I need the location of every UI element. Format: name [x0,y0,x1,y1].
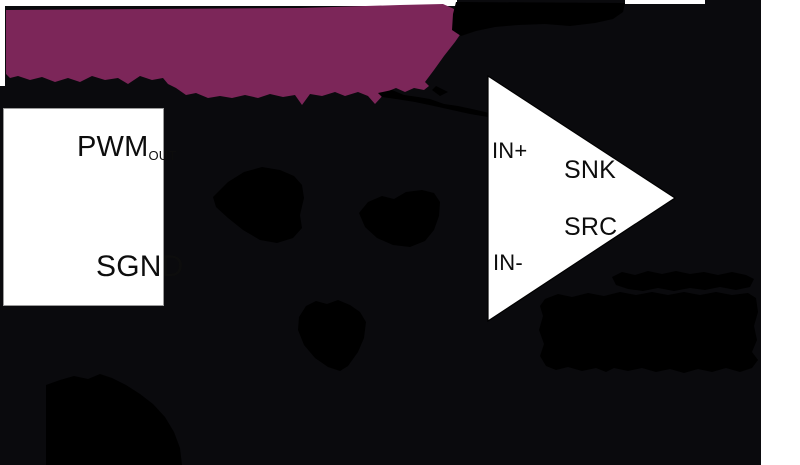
left-margin-sliver [0,0,5,86]
caption-text-blob-body [539,292,758,373]
driver-snk-label: SNK [564,156,617,184]
component-blob-3 [298,300,366,371]
pwm-out-pin-label-subscript: OUT [148,148,177,163]
driver-in-minus-label: IN- [493,250,523,275]
top-margin-sliver-left [0,0,457,6]
driver-src-label: SRC [564,213,618,241]
top-black-band [452,2,625,36]
bottom-left-blob [46,374,182,465]
component-blob-2 [359,190,440,247]
component-blob-1 [213,167,304,243]
caption-text-blob-line1 [612,271,754,291]
right-margin [761,0,800,465]
title-text-blob [6,4,467,105]
pwm-source-box [3,108,164,306]
driver-in-plus-label: IN+ [492,138,528,163]
gate-driver-triangle [487,74,677,323]
pwm-out-pin-label-main: PWM [77,131,149,163]
scribble-streak [378,86,493,117]
sgnd-pin-label: SGND [96,250,184,283]
top-margin-sliver-right [625,0,705,4]
pwm-out-pin-label: PWMOUT [77,131,177,163]
